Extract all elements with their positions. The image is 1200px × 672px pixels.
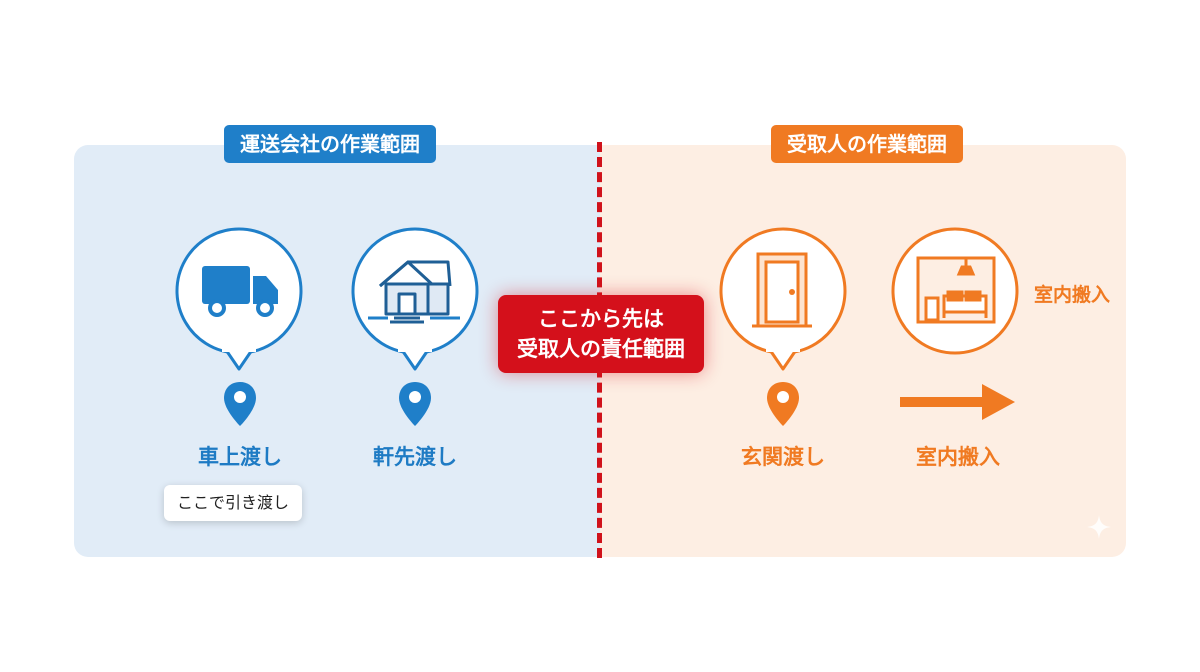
door-icon [752, 252, 812, 328]
truck-handover-label: 車上渡し [198, 445, 282, 469]
callout-line-1: ここから先は [538, 307, 664, 331]
callout-line-2: 受取人の責任範囲 [517, 337, 685, 361]
responsibility-callout: ここから先は 受取人の責任範囲 [498, 295, 704, 373]
location-pin-icon [399, 382, 431, 426]
location-pin-icon [224, 382, 256, 426]
door-bubble [719, 227, 847, 371]
recipient-zone-title: 受取人の作業範囲 [771, 125, 963, 163]
arrow-right-icon [900, 384, 1015, 420]
house-bubble [351, 227, 479, 371]
sparkle-icon [1087, 515, 1111, 539]
location-pin-icon [767, 382, 799, 426]
indoor-delivery-side-label: 室内搬入 [1034, 284, 1111, 306]
truck-bubble [175, 227, 303, 371]
handover-tooltip: ここで引き渡し [164, 485, 303, 521]
eaves-handover-label: 軒先渡し [373, 445, 457, 469]
carrier-zone-title: 運送会社の作業範囲 [224, 125, 436, 163]
truck-icon [202, 266, 278, 317]
house-icon [368, 260, 460, 324]
bedroom-icon [916, 256, 996, 324]
room-bubble [891, 227, 1019, 355]
indoor-delivery-label: 室内搬入 [916, 445, 1000, 469]
entrance-handover-label: 玄関渡し [741, 445, 825, 469]
